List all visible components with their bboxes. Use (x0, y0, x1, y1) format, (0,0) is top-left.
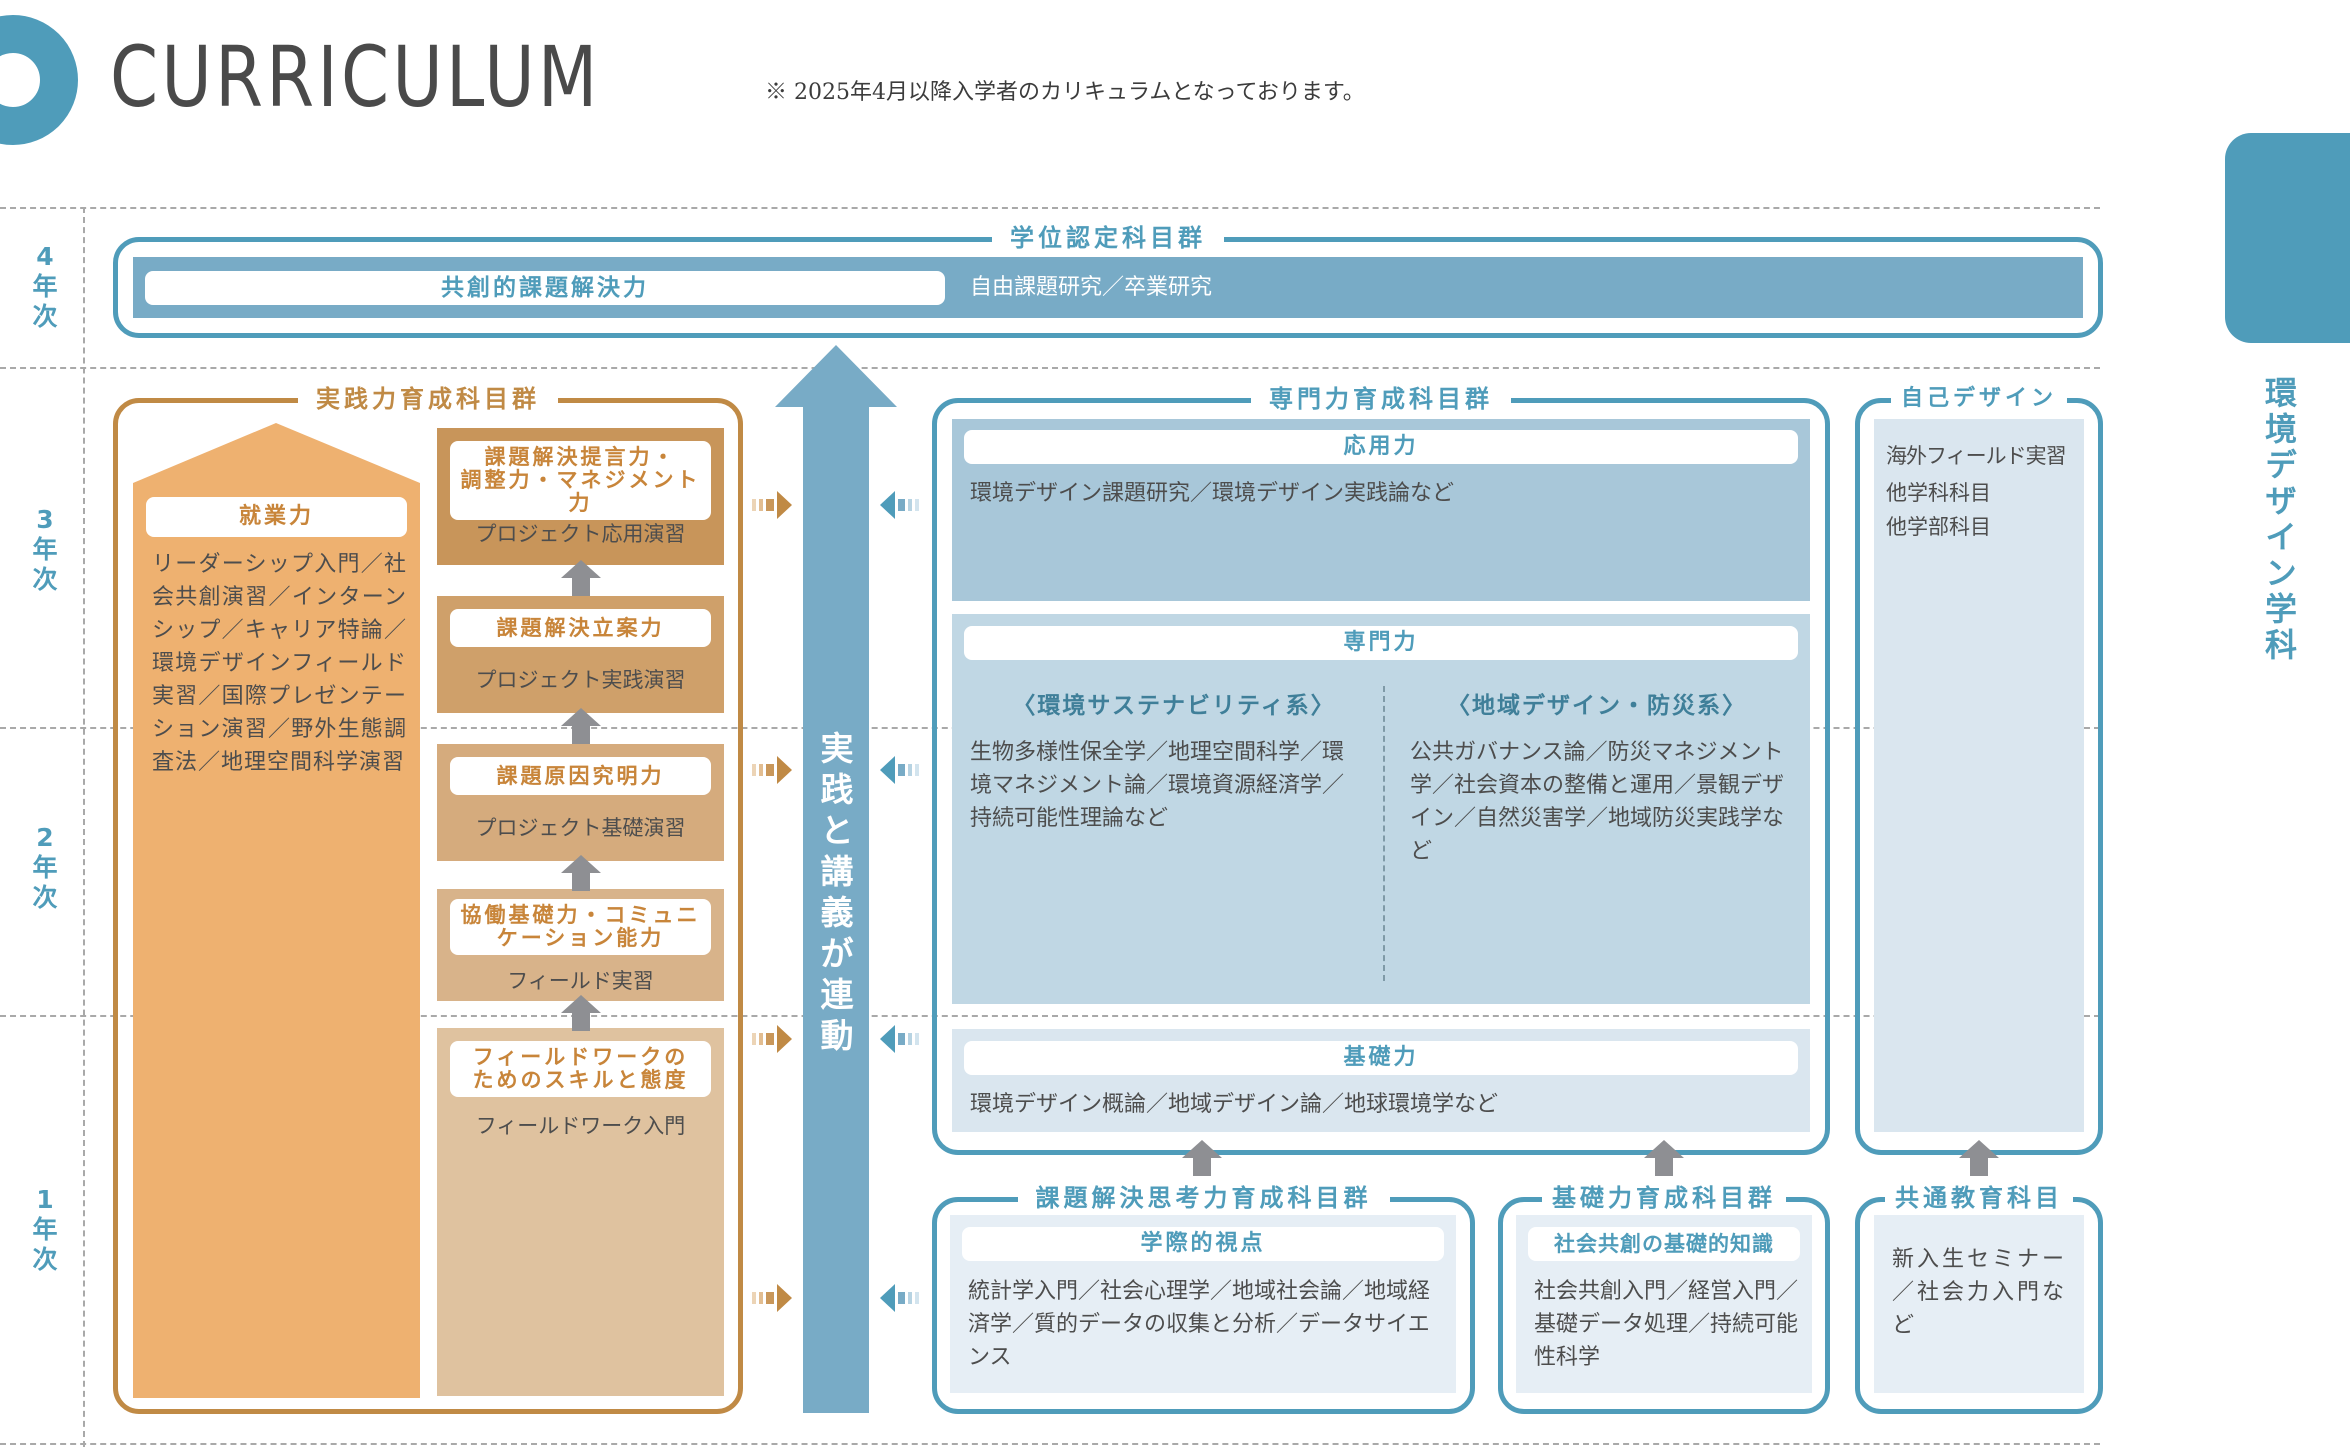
specialized-group-title: 専門力育成科目群 (1251, 381, 1511, 417)
problem-solving-panel: 学際的視点 統計学入門／社会心理学／地域社会論／地域経済学／質的データの収集と分… (950, 1215, 1456, 1393)
center-arrow-label: 実践と講義が連動 (820, 729, 854, 1055)
stage-1-course: フィールドワーク入門 (475, 1114, 686, 1138)
foundation-label: 社会共創の基礎的知識 (1528, 1227, 1800, 1261)
foundation-title: 基礎力育成科目群 (1542, 1180, 1786, 1216)
divider-year4-3 (0, 367, 2100, 369)
blue-left-arrow-icon (880, 756, 919, 784)
employability-house-shape (133, 423, 420, 1398)
stage-3-course: プロジェクト基礎演習 (475, 816, 686, 840)
up-arrow-icon (1959, 1140, 1999, 1176)
degree-ability-label: 共創的課題解決力 (145, 271, 945, 305)
specialized-group-frame: 専門力育成科目群 (932, 381, 1830, 1155)
page-title: CURRICULUM (110, 28, 601, 126)
self-design-frame: 自己デザイン (1855, 381, 2103, 1155)
stage-3: 課題原因究明力 プロジェクト基礎演習 (437, 744, 724, 861)
up-arrow-icon (561, 560, 601, 596)
self-design-item: 他学部科目 (1886, 515, 1991, 539)
degree-courses: 自由課題研究／卒業研究 (970, 275, 1213, 300)
self-design-item: 海外フィールド実習 (1886, 444, 2067, 468)
common-education-title: 共通教育科目 (1885, 1180, 2073, 1216)
stage-1: フィールドワークのためのスキルと態度 フィールドワーク入門 (437, 1028, 724, 1396)
stage-4-course: プロジェクト実践演習 (475, 668, 686, 692)
practical-group-frame: 実践力育成科目群 (113, 381, 743, 1414)
applied-courses: 環境デザイン課題研究／環境デザイン実践論など (970, 481, 1455, 506)
track-divider (1383, 686, 1385, 981)
common-education-courses: 新入生セミナー／社会力入門など (1892, 1247, 2068, 1338)
stage-4: 課題解決立案力 プロジェクト実践演習 (437, 596, 724, 713)
track-sustainability-courses: 生物多様性保全学／地理空間科学／環境マネジメント論／環境資源経済学／持続可能性理… (970, 740, 1345, 831)
foundation-frame: 基礎力育成科目群 (1498, 1180, 1830, 1414)
applied-label: 応用力 (964, 430, 1798, 464)
stage-5-course: プロジェクト応用演習 (475, 522, 686, 546)
up-arrow-icon (561, 708, 601, 744)
degree-group-title: 学位認定科目群 (992, 220, 1224, 256)
self-design-panel: 海外フィールド実習 他学科科目 他学部科目 (1874, 419, 2084, 1132)
stage-3-ability: 課題原因究明力 (450, 757, 711, 795)
blue-left-arrow-icon (880, 491, 919, 519)
self-design-title: 自己デザイン (1890, 381, 2068, 417)
common-education-frame: 共通教育科目 (1855, 1180, 2103, 1414)
track-regional-title: 〈地域デザイン・防災系〉 (1447, 693, 1747, 719)
problem-solving-frame: 課題解決思考力育成科目群 (932, 1180, 1475, 1414)
department-name: 環境デザイン学科 (2260, 376, 2298, 664)
track-sustainability-title: 〈環境サステナビリティ系〉 (1012, 693, 1336, 719)
up-arrow-icon (561, 855, 601, 891)
stage-2: 協働基礎力・コミュニケーション能力 フィールド実習 (437, 889, 724, 1001)
basic-courses: 環境デザイン概論／地域デザイン論／地球環境学など (970, 1092, 1499, 1117)
orange-right-arrow-icon (752, 756, 792, 784)
employability-courses: リーダーシップ入門／社会共創演習／インターンシップ／キャリア特論／環境デザインフ… (152, 552, 407, 775)
degree-group-frame: 学位認定科目群 (113, 220, 2103, 338)
basic-label: 基礎力 (964, 1041, 1798, 1075)
employability-block (133, 423, 420, 1398)
stage-1-ability: フィールドワークのためのスキルと態度 (450, 1041, 711, 1097)
divider-year2-1 (0, 1015, 2100, 1017)
orange-right-arrow-icon (752, 1284, 792, 1312)
foundation-panel: 社会共創の基礎的知識 社会共創入門／経営入門／基礎データ処理／持続可能性科学 (1516, 1215, 1812, 1393)
enrollment-note: ※ 2025年4月以降入学者のカリキュラムとなっております。 (765, 80, 1365, 105)
blue-left-arrow-icon (880, 1284, 919, 1312)
up-arrow-icon (1644, 1140, 1684, 1176)
center-up-arrow (775, 345, 897, 1413)
employability-label: 就業力 (146, 497, 407, 537)
stage-2-ability: 協働基礎力・コミュニケーション能力 (450, 899, 711, 955)
stage-5-ability: 課題解決提言力・調整力・マネジメント力 (450, 441, 711, 520)
orange-right-arrow-icon (752, 491, 792, 519)
specialized-label: 専門力 (964, 626, 1798, 660)
stage-2-course: フィールド実習 (507, 969, 654, 993)
problem-solving-courses: 統計学入門／社会心理学／地域社会論／地域経済学／質的データの収集と分析／データサ… (968, 1279, 1431, 1370)
track-regional-courses: 公共ガバナンス論／防災マネジメント学／社会資本の整備と運用／景観デザイン／自然災… (1410, 740, 1785, 864)
problem-solving-label: 学際的視点 (962, 1227, 1444, 1261)
up-arrow-icon (561, 995, 601, 1031)
divider-bottom (0, 1443, 2100, 1445)
divider-top (0, 207, 2100, 209)
stage-5: 課題解決提言力・調整力・マネジメント力 プロジェクト応用演習 (437, 428, 724, 565)
applied-panel: 応用力 環境デザイン課題研究／環境デザイン実践論など (952, 419, 1810, 601)
stage-4-ability: 課題解決立案力 (450, 609, 711, 647)
foundation-courses: 社会共創入門／経営入門／基礎データ処理／持続可能性科学 (1534, 1279, 1799, 1370)
blue-left-arrow-icon (880, 1025, 919, 1053)
up-arrow-icon (1182, 1140, 1222, 1176)
practical-group-title: 実践力育成科目群 (298, 381, 558, 417)
basic-panel: 基礎力 環境デザイン概論／地域デザイン論／地球環境学など (952, 1029, 1810, 1132)
specialized-panel: 専門力 〈環境サステナビリティ系〉 生物多様性保全学／地理空間科学／環境マネジメ… (952, 614, 1810, 1004)
department-tab[interactable] (2225, 133, 2350, 343)
logo-semicircle (0, 15, 78, 145)
orange-right-arrow-icon (752, 1025, 792, 1053)
year-column-divider (83, 207, 85, 1447)
self-design-item: 他学科科目 (1886, 481, 1991, 505)
common-education-panel: 新入生セミナー／社会力入門など (1874, 1215, 2084, 1393)
problem-solving-title: 課題解決思考力育成科目群 (1017, 1180, 1390, 1216)
